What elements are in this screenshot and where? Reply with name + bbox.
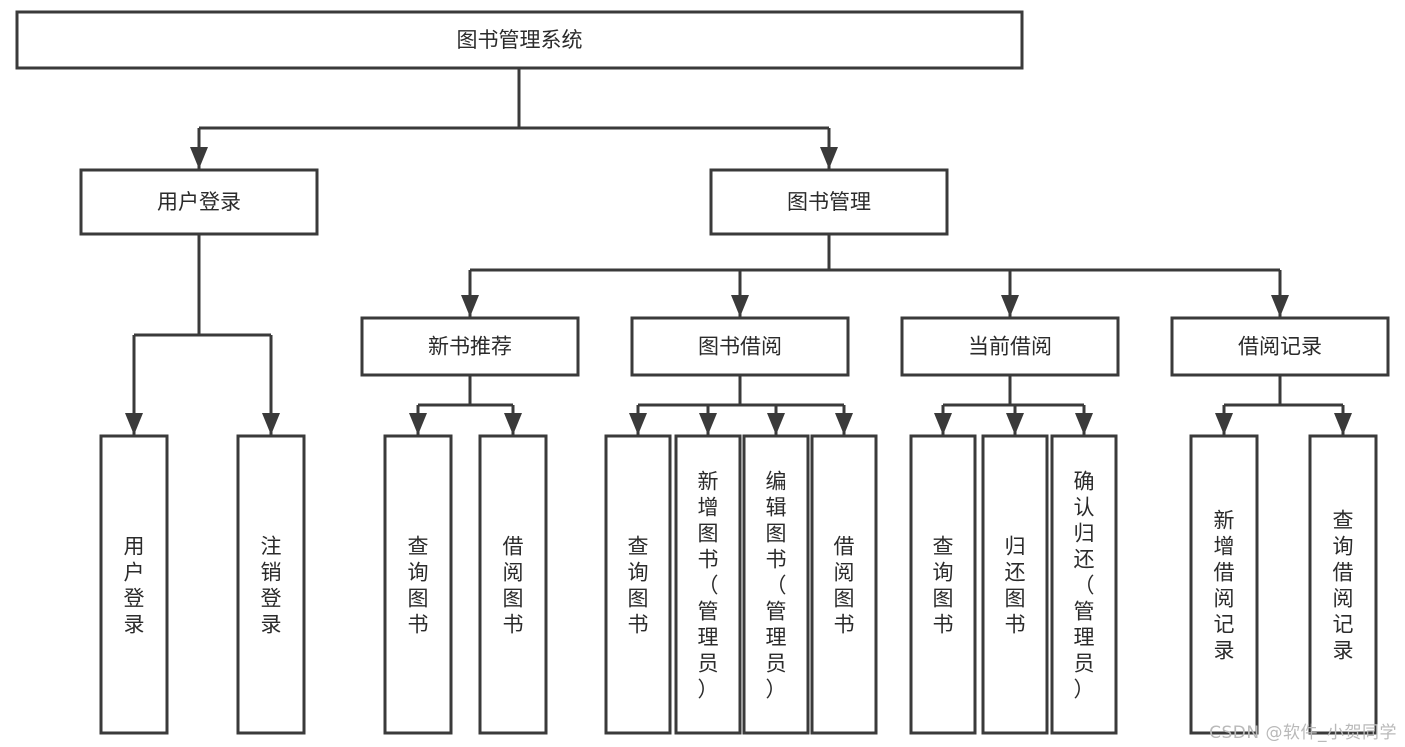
node-leaf-5[interactable]: 查询图书 <box>604 434 672 735</box>
node-label: 查询借阅记录 <box>1333 508 1354 662</box>
arrow-head-icon <box>1001 295 1019 317</box>
node-box <box>1050 434 1118 735</box>
node-label: 编辑图书（管理员） <box>766 469 787 701</box>
node-leaf-2[interactable]: 注销登录 <box>236 434 306 735</box>
node-box <box>674 434 742 735</box>
node-leaf-7[interactable]: 编辑图书（管理员） <box>742 434 810 735</box>
node-box <box>236 434 306 735</box>
node-l1-book[interactable]: 图书管理 <box>709 168 949 236</box>
node-layer: 图书管理系统用户登录图书管理新书推荐图书借阅当前借阅借阅记录用户登录注销登录查询… <box>15 10 1390 735</box>
arrow-head-icon <box>125 413 143 435</box>
arrow-head-icon <box>1075 413 1093 435</box>
node-box <box>99 434 169 735</box>
node-root[interactable]: 图书管理系统 <box>15 10 1024 70</box>
node-leaf-4[interactable]: 借阅图书 <box>478 434 548 735</box>
arrow-head-icon <box>1334 413 1352 435</box>
node-box <box>383 434 453 735</box>
node-label: 注销登录 <box>261 534 282 636</box>
node-box <box>630 316 850 377</box>
node-leaf-1[interactable]: 用户登录 <box>99 434 169 735</box>
arrow-head-icon <box>820 147 838 169</box>
node-l1-login[interactable]: 用户登录 <box>79 168 319 236</box>
node-l2-current[interactable]: 当前借阅 <box>900 316 1120 377</box>
node-box <box>360 316 580 377</box>
node-label: 借阅图书 <box>834 534 855 636</box>
node-box <box>742 434 810 735</box>
arrow-head-icon <box>1271 295 1289 317</box>
node-box <box>604 434 672 735</box>
node-box <box>1189 434 1259 735</box>
node-box <box>15 10 1024 70</box>
node-label: 归还图书 <box>1005 534 1026 636</box>
node-box <box>709 168 949 236</box>
node-box <box>909 434 977 735</box>
node-leaf-12[interactable]: 新增借阅记录 <box>1189 434 1259 735</box>
node-label: 新书推荐 <box>428 335 512 359</box>
node-label: 图书借阅 <box>698 335 782 359</box>
node-l2-new[interactable]: 新书推荐 <box>360 316 580 377</box>
node-l2-borrow[interactable]: 图书借阅 <box>630 316 850 377</box>
node-leaf-3[interactable]: 查询图书 <box>383 434 453 735</box>
node-box <box>900 316 1120 377</box>
arrow-head-icon <box>262 413 280 435</box>
node-leaf-8[interactable]: 借阅图书 <box>810 434 878 735</box>
node-box <box>810 434 878 735</box>
node-label: 查询图书 <box>933 534 954 636</box>
arrow-head-icon <box>731 295 749 317</box>
node-label: 新增图书（管理员） <box>698 469 719 701</box>
csdn-watermark: CSDN @软件_小贺同学 <box>1209 723 1397 743</box>
node-l2-record[interactable]: 借阅记录 <box>1170 316 1390 377</box>
node-box <box>478 434 548 735</box>
arrow-head-icon <box>835 413 853 435</box>
node-leaf-13[interactable]: 查询借阅记录 <box>1308 434 1378 735</box>
node-label: 查询图书 <box>628 534 649 636</box>
arrow-head-icon <box>699 413 717 435</box>
node-label: 查询图书 <box>408 534 429 636</box>
arrow-head-icon <box>504 413 522 435</box>
node-box <box>981 434 1049 735</box>
node-box <box>1170 316 1390 377</box>
arrow-head-icon <box>767 413 785 435</box>
node-label: 用户登录 <box>157 190 241 214</box>
connector-layer <box>125 68 1352 435</box>
node-leaf-11[interactable]: 确认归还（管理员） <box>1050 434 1118 735</box>
node-label: 图书管理 <box>787 190 871 214</box>
arrow-head-icon <box>629 413 647 435</box>
arrow-head-icon <box>1215 413 1233 435</box>
node-label: 当前借阅 <box>968 335 1052 359</box>
arrow-head-icon <box>409 413 427 435</box>
arrow-head-icon <box>934 413 952 435</box>
node-leaf-9[interactable]: 查询图书 <box>909 434 977 735</box>
node-label: 用户登录 <box>124 534 145 636</box>
node-label: 确认归还（管理员） <box>1074 469 1095 701</box>
node-label: 新增借阅记录 <box>1214 508 1235 662</box>
node-box <box>1308 434 1378 735</box>
arrow-head-icon <box>190 147 208 169</box>
node-leaf-10[interactable]: 归还图书 <box>981 434 1049 735</box>
node-label: 借阅图书 <box>503 534 524 636</box>
node-label: 借阅记录 <box>1238 335 1322 359</box>
node-leaf-6[interactable]: 新增图书（管理员） <box>674 434 742 735</box>
node-box <box>79 168 319 236</box>
arrow-head-icon <box>1006 413 1024 435</box>
arrow-head-icon <box>461 295 479 317</box>
node-label: 图书管理系统 <box>457 28 583 52</box>
